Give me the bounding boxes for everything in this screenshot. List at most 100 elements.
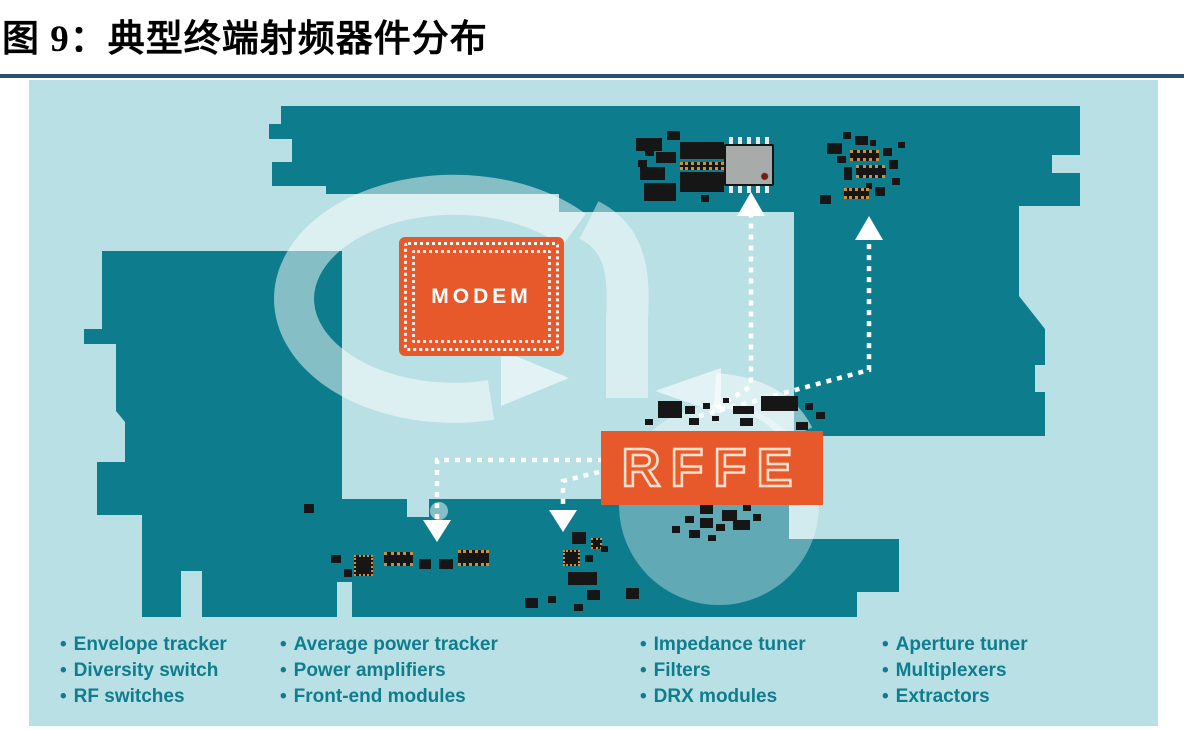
connector-arrowheads <box>423 192 883 542</box>
rffe-bottom-cluster-component <box>672 526 680 533</box>
rffe-top-cluster-component <box>645 419 653 425</box>
bottom-mid-cluster-component <box>548 596 556 603</box>
rffe-bottom-cluster-component <box>700 504 713 514</box>
top-right-cluster-component <box>856 165 885 178</box>
rffe-top-cluster-component <box>723 398 729 403</box>
legend: •Envelope tracker •Diversity switch •RF … <box>29 632 1154 724</box>
rffe-top-cluster-component <box>685 406 695 414</box>
arrow-down-icon <box>549 510 577 532</box>
bottom-left-cluster-component <box>354 555 373 576</box>
bottom-mid-cluster-component <box>626 588 639 599</box>
rffe-bottom-cluster-component <box>689 530 700 538</box>
top-right-cluster-component <box>866 183 872 189</box>
arrow-down-icon <box>423 520 451 542</box>
bullet-icon: • <box>280 686 287 707</box>
legend-item: •Extractors <box>882 686 990 707</box>
rffe-bottom-cluster-component <box>700 518 713 528</box>
rffe-top-cluster-component <box>658 401 682 418</box>
top-right-cluster-component <box>844 188 869 199</box>
bullet-icon: • <box>640 634 647 655</box>
bottom-mid-cluster-component <box>572 532 586 544</box>
bullet-icon: • <box>640 660 647 681</box>
rffe-top-cluster-component <box>689 418 699 425</box>
rffe-top-cluster-component <box>740 418 753 426</box>
legend-item: •Power amplifiers <box>280 660 446 681</box>
bullet-icon: • <box>882 660 889 681</box>
bottom-mid-cluster-component <box>601 546 608 552</box>
legend-item: •Diversity switch <box>60 660 219 681</box>
bottom-left-cluster-component <box>419 559 431 569</box>
legend-item: •Aperture tuner <box>882 634 1028 655</box>
bottom-mid-cluster-component <box>568 572 597 585</box>
top-right-cluster-component <box>870 140 876 146</box>
legend-column-2: •Average power tracker •Power amplifiers… <box>280 632 498 710</box>
top-right-cluster-component <box>855 136 868 145</box>
bullet-icon: • <box>60 634 67 655</box>
rffe-top-cluster-component <box>712 416 719 421</box>
flow-arrow-left-icon <box>655 368 721 414</box>
top-left-cluster-component <box>680 142 724 159</box>
rffe-label: RFFE <box>620 438 803 498</box>
top-left-cluster-component <box>644 183 676 201</box>
figure-title: 图 9：典型终端射频器件分布 <box>2 19 488 60</box>
bottom-left-cluster-component <box>304 504 314 513</box>
bullet-icon: • <box>60 686 67 707</box>
bottom-mid-cluster-component <box>585 555 593 562</box>
flow-arrow-right-icon <box>501 350 569 406</box>
top-right-cluster-component <box>875 187 885 196</box>
bullet-icon: • <box>280 660 287 681</box>
top-right-cluster-component <box>883 148 892 156</box>
rffe-top-cluster-component <box>703 403 710 409</box>
top-left-cluster-component <box>656 152 676 163</box>
bottom-left-cluster-component <box>344 569 352 577</box>
top-left-cluster-component <box>667 131 680 140</box>
bottom-mid-cluster-component <box>574 604 583 611</box>
figure-panel: MODEM RFFE •Envelope tracker •Diversity … <box>29 80 1158 726</box>
top-left-cluster-component <box>680 172 724 192</box>
top-left-cluster-component <box>640 167 665 180</box>
legend-column-4: •Aperture tuner •Multiplexers •Extractor… <box>882 632 1028 710</box>
legend-column-1: •Envelope tracker •Diversity switch •RF … <box>60 632 227 710</box>
top-left-cluster-component <box>636 138 662 151</box>
arrow-up-icon <box>855 216 883 240</box>
bottom-left-cluster-component <box>384 552 413 566</box>
title-rule <box>0 74 1184 78</box>
legend-item: •Front-end modules <box>280 686 466 707</box>
bottom-left-cluster-component <box>331 555 341 563</box>
bottom-mid-cluster-component <box>591 538 602 549</box>
rffe-top-cluster-component <box>761 396 798 411</box>
rffe-top-cluster-component <box>733 406 754 414</box>
legend-item: •Multiplexers <box>882 660 1007 681</box>
top-right-cluster-component <box>889 160 898 169</box>
legend-item: •Impedance tuner <box>640 634 806 655</box>
legend-item: •Average power tracker <box>280 634 498 655</box>
bottom-left-cluster-component <box>439 559 453 569</box>
bullet-icon: • <box>640 686 647 707</box>
rffe-bottom-cluster-component <box>753 514 761 521</box>
legend-item: •Envelope tracker <box>60 634 227 655</box>
rffe-top-cluster-component <box>816 412 825 419</box>
top-right-cluster-component <box>878 168 886 175</box>
rffe-bottom-cluster-component <box>722 510 737 521</box>
bullet-icon: • <box>280 634 287 655</box>
rffe-bottom-cluster-component <box>708 535 716 541</box>
top-right-cluster-component <box>892 178 900 185</box>
top-left-cluster-component <box>680 162 724 170</box>
bottom-left-cluster-component <box>458 550 489 566</box>
legend-item: •RF switches <box>60 686 185 707</box>
bullet-icon: • <box>882 634 889 655</box>
highlight-dot <box>430 502 448 520</box>
rffe-bottom-cluster-component <box>716 524 725 531</box>
bottom-mid-cluster-component <box>525 598 538 608</box>
modem-chip: MODEM <box>399 237 564 356</box>
top-right-cluster-component <box>843 132 851 139</box>
top-left-cluster-component <box>701 195 709 202</box>
bottom-mid-cluster-component <box>563 550 580 566</box>
legend-item: •DRX modules <box>640 686 778 707</box>
legend-item: •Filters <box>640 660 711 681</box>
legend-column-3: •Impedance tuner •Filters •DRX modules <box>640 632 806 710</box>
bullet-icon: • <box>60 660 67 681</box>
rffe-bottom-cluster-component <box>743 503 751 511</box>
top-right-cluster-component <box>844 167 852 180</box>
top-right-cluster-component <box>820 195 831 204</box>
